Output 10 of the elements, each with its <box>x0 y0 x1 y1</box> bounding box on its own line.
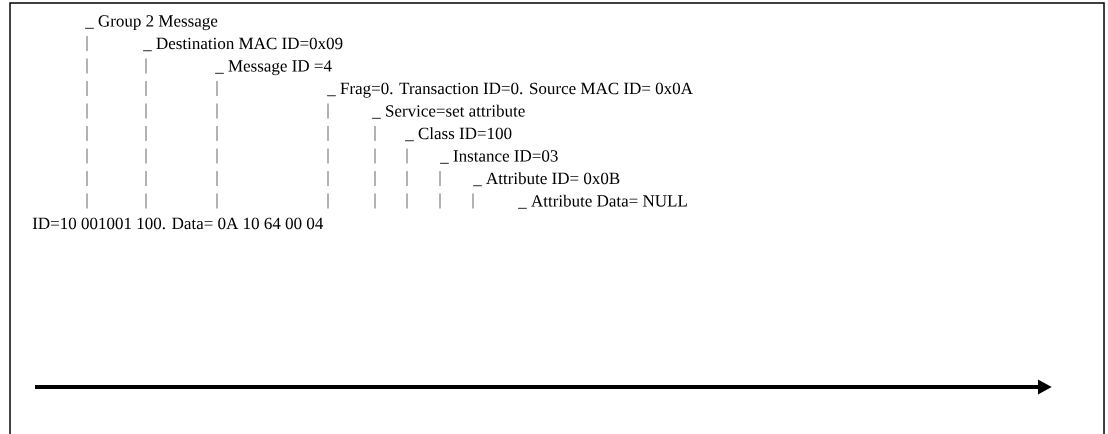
text-line: _ Message ID =4 <box>215 60 332 76</box>
text-line: _ Attribute ID= 0x0B <box>473 172 620 187</box>
text-line: _ Group 2 Message <box>85 15 218 31</box>
text-line: ID=10 001001 100. Data= 0A 10 64 00 04 <box>32 217 324 230</box>
text-line: _ Destination MAC ID=0x09 <box>143 37 343 52</box>
text-line: _ Class ID=100 <box>405 127 512 142</box>
text-line: _ Frag=0. Transaction ID=0. Source MAC ID= 0x0A <box>327 82 693 98</box>
text-line: _ Instance ID=03 <box>440 150 558 164</box>
text-line: _ Service=set attribute <box>372 104 525 119</box>
text-line: _ Attribute Data= NULL <box>518 194 687 209</box>
